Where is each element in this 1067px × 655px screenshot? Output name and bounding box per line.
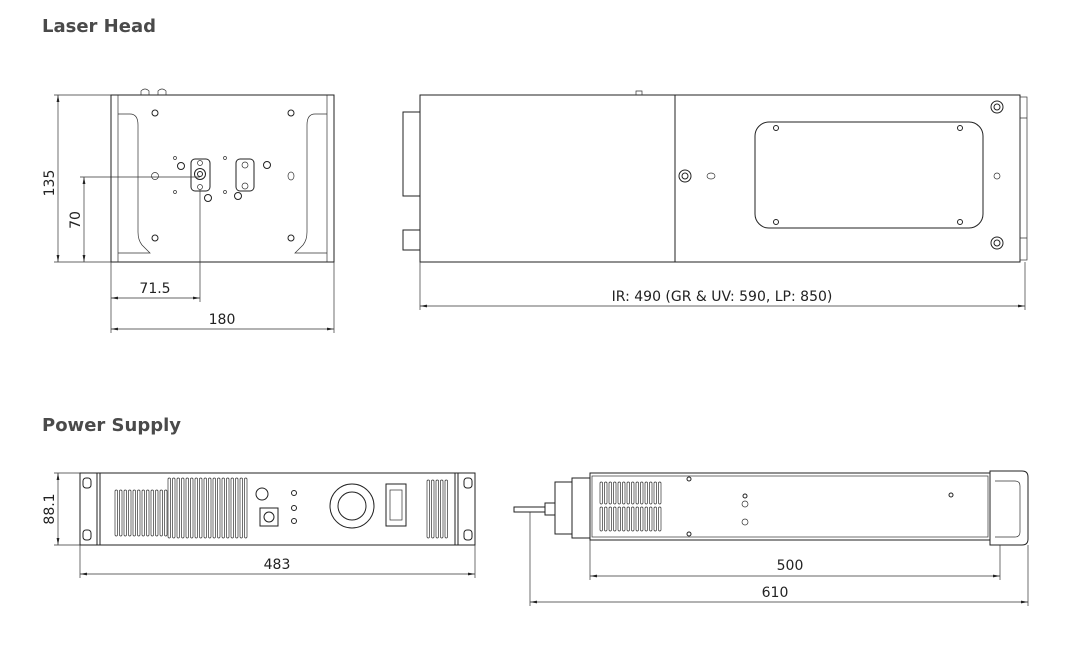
vent-slot [618, 507, 621, 531]
vent-slot [636, 482, 639, 504]
vent-slot [645, 482, 648, 504]
vent-slot [222, 478, 225, 538]
vent-slot [186, 478, 189, 538]
vent-slot [614, 482, 617, 504]
key-switch [260, 508, 278, 526]
vent-slot [436, 480, 439, 538]
vent-slot [160, 490, 163, 536]
vent-slot [600, 507, 603, 531]
vent-slot [623, 507, 626, 531]
vent-slot [227, 478, 230, 538]
vent-slot [195, 478, 198, 538]
vent-slot [632, 482, 635, 504]
vent-slot [115, 490, 118, 536]
power-supply-top-view [514, 471, 1028, 545]
vent-slot [182, 478, 185, 538]
vent-slot [609, 482, 612, 504]
vent-slot [133, 490, 136, 536]
dim-height-135: 135 [42, 170, 58, 197]
dim-length: IR: 490 (GR & UV: 590, LP: 850) [612, 289, 833, 305]
vent-slot [650, 507, 653, 531]
vent-slot [641, 482, 644, 504]
vent-slot [605, 482, 608, 504]
vent-slot [151, 490, 154, 536]
laser-head-side-dimensions: IR: 490 (GR & UV: 590, LP: 850) [420, 262, 1025, 310]
vent-slot [138, 490, 141, 536]
vent-slot [231, 478, 234, 538]
vent-slot [650, 482, 653, 504]
vent-slot [200, 478, 203, 538]
vent-slot [441, 480, 444, 538]
vent-slot [168, 478, 171, 538]
laser-emission-indicator [256, 488, 268, 500]
vent-slot [245, 478, 248, 538]
vent-slot [191, 478, 194, 538]
vent-slot [605, 507, 608, 531]
dim-height-88-1: 88.1 [42, 493, 58, 524]
side-window [755, 122, 983, 228]
vent-slot [427, 480, 430, 538]
ventilation-slots [600, 482, 661, 531]
vent-slot [641, 507, 644, 531]
vent-slot [142, 490, 145, 536]
emergency-stop-button [330, 484, 374, 528]
vent-slot [204, 478, 207, 538]
vent-slot [623, 482, 626, 504]
vent-slot [654, 507, 657, 531]
vent-slot [632, 507, 635, 531]
vent-slot [165, 490, 168, 536]
laser-head-front-view [111, 89, 334, 262]
dim-aperture-offset-71-5: 71.5 [139, 281, 170, 297]
aperture-plate [191, 159, 210, 191]
vent-slot [636, 507, 639, 531]
vent-slot [173, 478, 176, 538]
dim-width-483: 483 [264, 557, 291, 573]
vent-slot [627, 507, 630, 531]
vent-slot [218, 478, 221, 538]
vent-slot [659, 507, 662, 531]
vent-slot [600, 482, 603, 504]
vent-slot [618, 482, 621, 504]
vent-slot [213, 478, 216, 538]
vent-slot [659, 482, 662, 504]
fiber-cable [514, 507, 545, 512]
laser-head-front-dimensions: 135 70 71.5 180 [42, 95, 334, 333]
vent-slot [240, 478, 243, 538]
power-supply-front-view [80, 473, 475, 545]
vent-slot [445, 480, 448, 538]
dim-aperture-height-70: 70 [68, 211, 84, 229]
vent-slot [209, 478, 212, 538]
vent-slot [124, 490, 127, 536]
vent-slot [156, 490, 159, 536]
vent-slot [177, 478, 180, 538]
vent-slot [236, 478, 239, 538]
laser-head-side-view [403, 91, 1027, 262]
vent-slot [147, 490, 150, 536]
dim-width-180: 180 [209, 312, 236, 328]
aperture [195, 169, 206, 180]
vent-slot [609, 507, 612, 531]
dim-depth-500: 500 [777, 558, 804, 574]
vent-slot [129, 490, 132, 536]
dim-overall-depth-610: 610 [762, 585, 789, 601]
vent-slot [645, 507, 648, 531]
vent-slot [627, 482, 630, 504]
vent-slot [120, 490, 123, 536]
mounting-holes [152, 110, 295, 241]
vent-slot [432, 480, 435, 538]
ventilation-slots [115, 478, 448, 538]
vent-slot [614, 507, 617, 531]
vent-slot [654, 482, 657, 504]
